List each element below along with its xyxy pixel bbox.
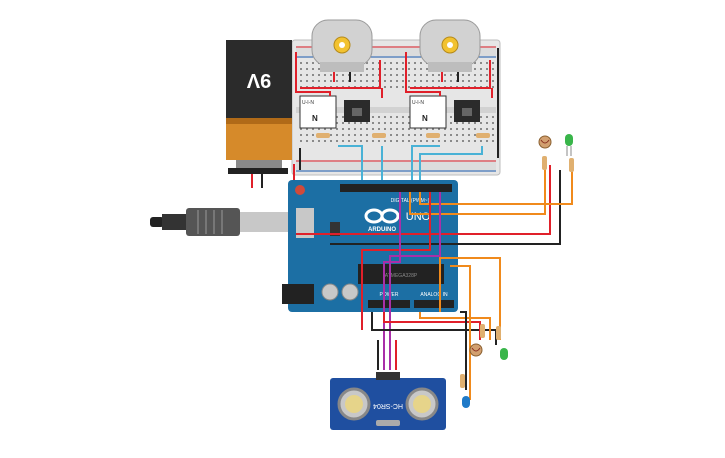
- sensor-label: HC-SR04: [373, 402, 403, 409]
- motor-driver-right: U-I-N N: [409, 95, 480, 129]
- arduino-infinity-logo: [364, 208, 400, 224]
- led-icon: [500, 348, 508, 360]
- arduino-logo-text: ARDUINO: [368, 227, 396, 233]
- driver-left-label: U-I-N: [302, 100, 314, 106]
- ultrasonic-sensor-icon: HC-SR04: [330, 372, 446, 430]
- resistor-icon: [316, 133, 490, 138]
- driver-mark: N: [422, 114, 428, 123]
- resistor-icon: [460, 324, 501, 388]
- photoresistor-icon: [538, 135, 552, 149]
- breadboard-wires: [293, 48, 499, 188]
- dc-motor-icon: [419, 19, 481, 82]
- chip-label: ATMEGA328P: [385, 273, 418, 279]
- arduino-uno-board: DIGITAL (PWM~) ARDUINO UNO ATMEGA328P PO…: [282, 180, 458, 312]
- dc-motor-icon: [311, 19, 373, 82]
- led-icon: [462, 396, 470, 408]
- resistor-icon: [542, 156, 574, 172]
- usb-cable-icon: [150, 208, 296, 236]
- photoresistor-icon: [469, 343, 483, 357]
- driver-right-label: U-I-N: [412, 100, 424, 106]
- battery-label: 9V: [246, 69, 271, 91]
- battery-icon: 9V: [226, 40, 292, 188]
- motor-driver-left: U-I-N N: [299, 95, 370, 129]
- analog-label: ANALOG IN: [420, 292, 448, 298]
- driver-mark: N: [312, 114, 318, 123]
- led-icon: [565, 134, 573, 156]
